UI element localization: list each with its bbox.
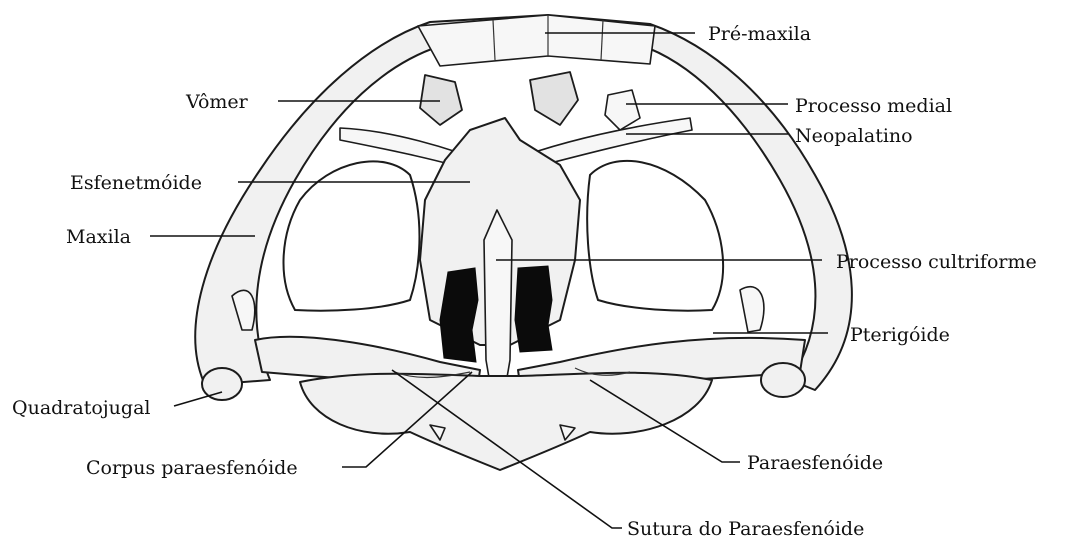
right-orbit <box>587 161 723 311</box>
parasphenoid <box>300 373 712 470</box>
left-orbit <box>284 161 420 310</box>
label-paraesfenoide: Paraesfenóide <box>747 452 883 474</box>
left-quadratojugal <box>202 368 242 400</box>
label-maxila: Maxila <box>66 226 131 248</box>
label-quadratojugal: Quadratojugal <box>12 397 150 419</box>
premaxilla <box>418 15 655 66</box>
skull-drawing <box>195 15 852 470</box>
label-corpus-paraesfenoide: Corpus paraesfenóide <box>86 457 298 479</box>
label-sutura-paraesfenoide: Sutura do Paraesfenóide <box>627 518 864 540</box>
right-foramen <box>515 266 552 352</box>
right-quadratojugal <box>761 363 805 397</box>
label-pre-maxila: Pré-maxila <box>708 23 811 45</box>
label-vomer: Vômer <box>185 91 249 113</box>
right-vomer <box>530 72 578 125</box>
label-pterigoide: Pterigóide <box>850 324 950 346</box>
label-esfenetmoide: Esfenetmóide <box>70 172 202 194</box>
left-vomer <box>420 75 462 125</box>
label-neopalatino: Neopalatino <box>795 125 913 147</box>
label-processo-cultriforme: Processo cultriforme <box>836 251 1037 273</box>
label-processo-medial: Processo medial <box>795 95 952 117</box>
